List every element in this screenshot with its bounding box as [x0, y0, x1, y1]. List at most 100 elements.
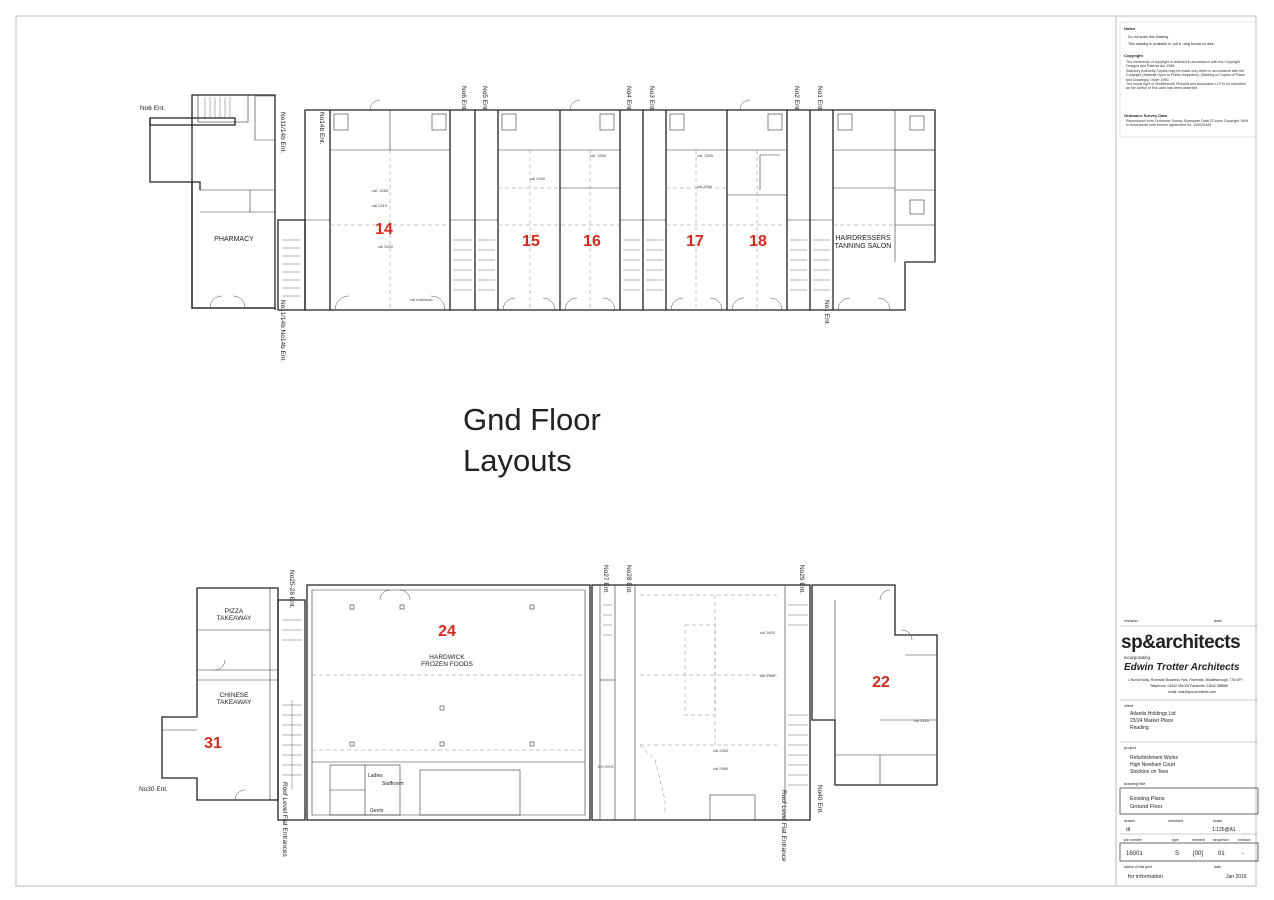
- status-date-label: date: [1214, 865, 1221, 869]
- no29-entrance-label: No29 Ent.: [798, 565, 805, 594]
- client-line-3: Reading: [1130, 725, 1149, 731]
- no11-14b-bottom-entrance-label: No11/14b No14b Ent.: [279, 300, 286, 362]
- practice-phone: Telephone: 01642 951003 Facsimile: 01642…: [1150, 684, 1228, 688]
- layout-title-line2: Layouts: [463, 443, 572, 478]
- job-number-value: 16001: [1126, 851, 1143, 857]
- type-value: S: [1175, 851, 1179, 857]
- no25-26-entrance-label: No25-26 Ent.: [288, 570, 295, 608]
- no30-entrance-label: No30 Ent.: [139, 786, 168, 793]
- status-date-value: Jan 2016: [1226, 874, 1247, 880]
- pizza-takeaway-label-2: TAKEAWAY: [217, 615, 252, 622]
- svg-text:cdl 2630: cdl 2630: [760, 630, 776, 635]
- drawn-label: drawn: [1124, 818, 1135, 823]
- staffroom-label: Staffroom: [382, 781, 404, 787]
- practice-name: Edwin Trotter Architects: [1124, 662, 1240, 673]
- project-label: project: [1124, 745, 1137, 750]
- sequence-label: sequence: [1213, 838, 1229, 842]
- scale-value: 1:125@A1: [1212, 827, 1236, 833]
- no27-entrance-label: No27 Ent.: [602, 565, 609, 594]
- practice-email: email: mail@spa-architects.com: [1168, 690, 1216, 694]
- type-label: type: [1172, 838, 1179, 842]
- no1-bottom-entrance-label: No1 Ent.: [823, 300, 830, 325]
- job-number-label: job number: [1123, 838, 1143, 842]
- sheet-border: [15, 15, 1257, 887]
- notes-line-2: This drawing is available in .pdf & .dwg…: [1128, 42, 1215, 46]
- client-label: client: [1124, 703, 1134, 708]
- pharmacy-label: PHARMACY: [214, 236, 254, 243]
- svg-text:cdl 2460: cdl 2460: [713, 748, 729, 753]
- tanning-salon-label: TANNING SALON: [835, 243, 892, 250]
- drawing-title-line-2: Ground Floor: [1130, 804, 1163, 810]
- notes-line-1: Do not scale this drawing.: [1128, 35, 1169, 39]
- practice-address: 1 Bunton Way, Riverside Business Park, R…: [1128, 678, 1244, 682]
- copyright-p1: The ownership of copyright is retained i…: [1126, 60, 1240, 69]
- bottom-floor-plan: cdl 2630 cdl 2960 cdl 2460 cdl 2960 cdl …: [139, 565, 938, 862]
- unit-17-label: 17: [686, 233, 704, 250]
- project-line-1: Refurbishment Works: [1130, 755, 1178, 761]
- no2-top-entrance-label: No2 Ent.: [793, 86, 800, 111]
- svg-text:cdl. 2590: cdl. 2590: [697, 153, 714, 158]
- element-value: [00]: [1193, 851, 1203, 857]
- svg-text:cdl 3000: cdl 3000: [378, 244, 394, 249]
- roof-level-left-label: Roof Level Flat Entrances: [281, 782, 288, 858]
- os-heading: Ordnance Survey Data: [1124, 113, 1168, 118]
- drawing-title-line-1: Existing Plans: [1130, 796, 1165, 802]
- svg-text:cdl 2960: cdl 2960: [713, 766, 729, 771]
- project-line-3: Stockton on Tees: [1130, 769, 1169, 775]
- status-value: for information: [1128, 874, 1163, 880]
- sequence-value: 01: [1218, 851, 1225, 857]
- svg-text:cdl. 2260: cdl. 2260: [372, 188, 389, 193]
- client-line-1: Atlantis Holdings Ltd: [1130, 711, 1176, 717]
- no4-top-entrance-label: No4 Ent.: [625, 86, 632, 111]
- unit-22-label: 22: [872, 674, 890, 691]
- hardwick-label: HARDWICK: [429, 654, 465, 661]
- no3-top-entrance-label: No3 Ent.: [648, 86, 655, 111]
- gents-label: Gents: [370, 808, 384, 814]
- top-floor-plan: cdl. 2260 cdl 2210 cdl 3000 cdl. 2590 cd…: [140, 86, 936, 362]
- pizza-takeaway-label: PIZZA: [225, 608, 244, 615]
- status-label: status of this print: [1124, 865, 1152, 869]
- no40-entrance-label: No40 Ent.: [816, 785, 823, 814]
- no14b-entrance-label: No14b Ent.: [318, 112, 325, 145]
- no11-14b-entrance-label: No11/14b Ent.: [279, 112, 286, 153]
- chinese-takeaway-label: CHINESE: [220, 692, 250, 699]
- title-block: Notes Do not scale this drawing. This dr…: [1119, 21, 1259, 880]
- drawn-value: dt: [1126, 827, 1131, 833]
- drawing-title-label: drawing title: [1124, 781, 1146, 786]
- element-label: element: [1192, 838, 1205, 842]
- scale-label: scale: [1213, 818, 1223, 823]
- unit-24-label: 24: [438, 623, 456, 640]
- project-line-2: High Newham Court: [1130, 762, 1176, 768]
- notes-heading: Notes: [1124, 26, 1136, 31]
- unit-18-label: 18: [749, 233, 767, 250]
- no1-top-entrance-label: No1 Ent.: [816, 86, 823, 111]
- no6-entrance-label: No6 Ent.: [140, 105, 165, 112]
- svg-text:cdl. 2590: cdl. 2590: [590, 153, 607, 158]
- chinese-takeaway-label-2: TAKEAWAY: [217, 699, 252, 706]
- no5-top-entrance-label: No5 Ent.: [481, 86, 488, 111]
- copyright-p3: The moral right of Shuttleworth Picknett…: [1126, 82, 1246, 91]
- revision-label: revision: [1124, 618, 1138, 623]
- hairdressers-label: HAIRDRESSERS: [835, 235, 891, 242]
- svg-text:cdl 2300: cdl 2300: [530, 176, 546, 181]
- layout-title-line1: Gnd Floor: [463, 402, 601, 437]
- svg-text:cdl bulkhead: cdl bulkhead: [410, 297, 432, 302]
- os-text: Reproduced from Ordnance Survey Superpla…: [1126, 119, 1249, 128]
- svg-text:cdl 2210: cdl 2210: [372, 203, 388, 208]
- practice-logo: sp&architects: [1121, 632, 1240, 653]
- revision-value: -: [1242, 851, 1244, 857]
- unit-16-label: 16: [583, 233, 601, 250]
- svg-text:cdl 2960: cdl 2960: [760, 673, 776, 678]
- unit-31-label: 31: [204, 735, 222, 752]
- revision-col-label: revision: [1238, 838, 1250, 842]
- roof-level-right-label: Roof Level Flat Entrance: [780, 790, 787, 862]
- svg-text:cdl 2590: cdl 2590: [697, 184, 713, 189]
- unit-15-label: 15: [522, 233, 540, 250]
- copyright-p2: Statutory Authority Copies may be made o…: [1126, 68, 1245, 82]
- checked-label: checked: [1168, 818, 1183, 823]
- no6-top-entrance-label: No6 Ent.: [460, 86, 467, 111]
- frozen-foods-label: FROZEN FOODS: [421, 661, 473, 668]
- svg-text:cdl 2120: cdl 2120: [914, 718, 930, 723]
- unit-14-label: 14: [375, 221, 393, 238]
